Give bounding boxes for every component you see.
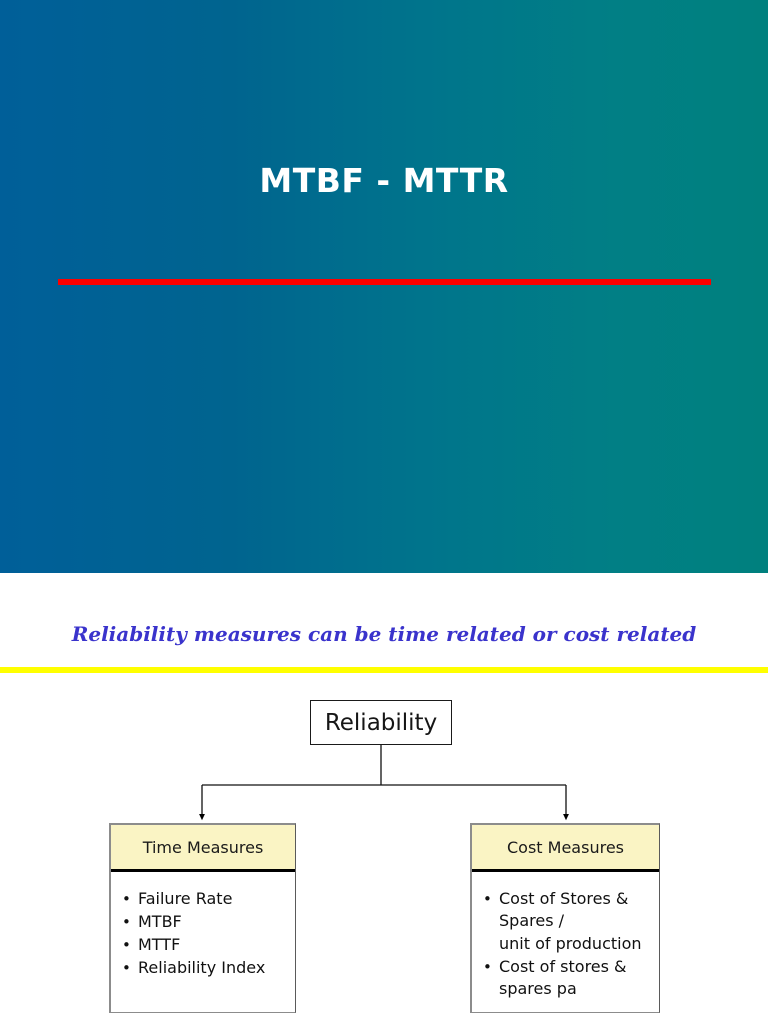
node-time-measures[interactable]: Time Measures Failure Rate MTBF MTTF Rel… bbox=[109, 823, 296, 1013]
node-time-measures-header: Time Measures bbox=[111, 825, 295, 872]
list-item: Reliability Index bbox=[121, 957, 293, 979]
node-cost-measures-header: Cost Measures bbox=[472, 825, 659, 872]
list-item: MTBF bbox=[121, 911, 293, 933]
subtitle-text: Reliability measures can be time related… bbox=[71, 622, 697, 646]
node-time-measures-body: Failure Rate MTBF MTTF Reliability Index bbox=[111, 872, 295, 984]
title-underline-rule bbox=[58, 279, 711, 285]
node-cost-measures-body: Cost of Stores & Spares / unit of produc… bbox=[472, 872, 659, 1005]
list-item: Cost of Stores & Spares / bbox=[482, 888, 657, 932]
list-item: MTTF bbox=[121, 934, 293, 956]
list-item: Cost of stores & spares pa bbox=[482, 956, 657, 1000]
page-title: MTBF - MTTR bbox=[259, 161, 509, 200]
list-item-continuation: unit of production bbox=[499, 934, 642, 953]
title-banner: MTBF - MTTR bbox=[0, 0, 768, 573]
yellow-divider-bar bbox=[0, 667, 768, 673]
cost-measures-list: Cost of Stores & Spares / unit of produc… bbox=[482, 888, 657, 1000]
connector-lines bbox=[199, 745, 569, 821]
node-reliability[interactable]: Reliability bbox=[310, 700, 452, 745]
node-cost-measures[interactable]: Cost Measures Cost of Stores & Spares / … bbox=[470, 823, 660, 1013]
time-measures-list: Failure Rate MTBF MTTF Reliability Index bbox=[121, 888, 293, 979]
reliability-diagram: Reliability Time Measures Failure Rate M… bbox=[0, 673, 768, 1024]
node-reliability-label: Reliability bbox=[324, 709, 438, 736]
list-item: Failure Rate bbox=[121, 888, 293, 910]
